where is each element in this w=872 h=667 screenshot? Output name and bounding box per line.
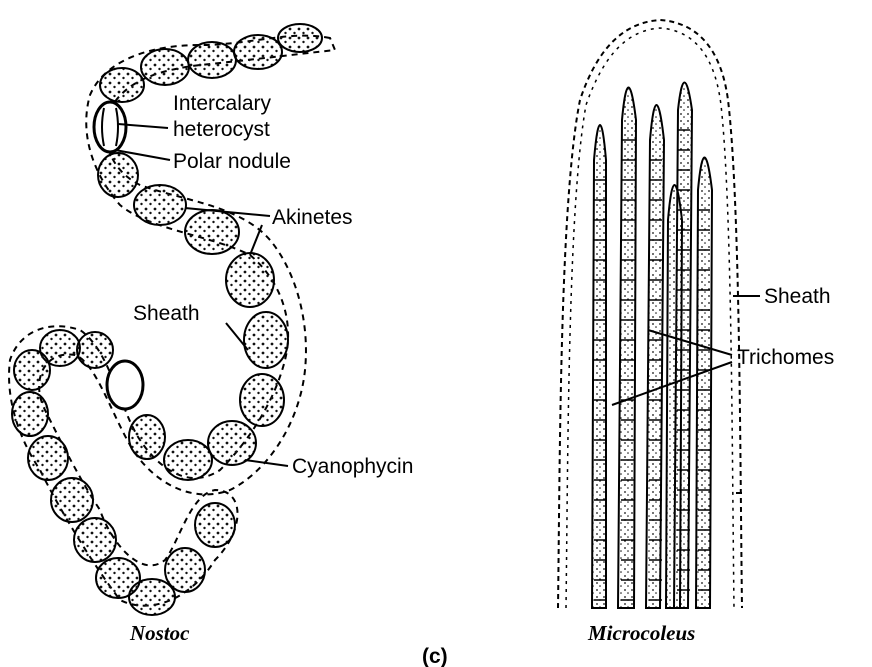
label-microcoleus-sheath: Sheath	[764, 285, 831, 308]
microcoleus-diagram: Sheath Trichomes Microcoleus	[558, 20, 834, 645]
label-cyanophycin: Cyanophycin	[292, 455, 413, 478]
microcoleus-trichomes	[592, 83, 712, 609]
label-heterocyst: heterocyst	[173, 118, 270, 141]
nostoc-cells-top	[100, 24, 322, 102]
nostoc-diagram: Intercalary heterocyst Polar nodule Akin…	[9, 24, 413, 645]
label-trichomes: Trichomes	[737, 346, 834, 369]
label-akinetes: Akinetes	[272, 206, 353, 229]
label-nostoc-sheath: Sheath	[133, 302, 200, 325]
label-polar-nodule: Polar nodule	[173, 150, 291, 173]
caption-microcoleus: Microcoleus	[587, 621, 695, 645]
intercalary-heterocyst	[94, 102, 126, 152]
label-intercalary: Intercalary	[173, 92, 272, 115]
panel-label: (c)	[422, 645, 448, 667]
caption-nostoc: Nostoc	[129, 621, 190, 645]
